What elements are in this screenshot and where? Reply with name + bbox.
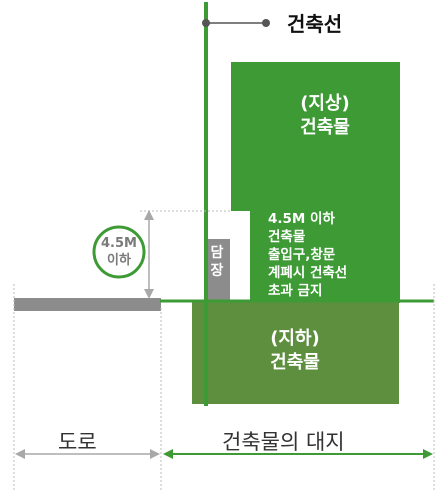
height-arrow-top: [144, 210, 154, 220]
underground-building: [192, 302, 399, 404]
note-line4: 계폐시 건축선: [268, 265, 348, 281]
underground-building-label: (지하) 건축물: [225, 327, 365, 375]
restriction-note: 4.5M 이하 건축물 출입구,창문 계폐시 건축선 초과 금지: [268, 210, 347, 300]
height-arrow-bottom: [144, 289, 154, 299]
road-surface: [14, 298, 161, 311]
wall-label: 담 장: [207, 244, 227, 280]
above-label-line2: 건축물: [300, 117, 350, 138]
wall-label-line1: 담: [210, 245, 224, 261]
note-line2: 건축물: [268, 229, 306, 245]
height-limit-circle: [92, 225, 146, 279]
road-arrow-right: [150, 449, 160, 459]
site-label: 건축물의 대지: [222, 430, 345, 454]
legend-dot-end: [262, 19, 270, 27]
site-arrow-right: [423, 449, 433, 459]
note-line1: 4.5M 이하: [268, 211, 335, 227]
below-label-line2: 건축물: [270, 352, 320, 373]
wall: [207, 239, 230, 300]
road-arrow-left: [15, 449, 25, 459]
below-label-line1: (지하): [270, 328, 320, 349]
height-limit-line2: 이하: [107, 253, 131, 268]
road-label: 도로: [58, 430, 97, 454]
site-arrow-left: [163, 449, 173, 459]
note-line5: 초과 금지: [268, 283, 323, 299]
wall-label-line2: 장: [210, 263, 224, 279]
note-line3: 출입구,창문: [268, 247, 336, 263]
above-label-line1: (지상): [300, 93, 350, 114]
building-line-label: 건축선: [287, 12, 343, 36]
height-limit-line1: 4.5M: [101, 236, 137, 251]
height-limit-label: 4.5M 이하: [96, 235, 142, 269]
above-ground-building: [231, 62, 400, 303]
above-ground-building-label: (지상) 건축물: [250, 92, 400, 140]
